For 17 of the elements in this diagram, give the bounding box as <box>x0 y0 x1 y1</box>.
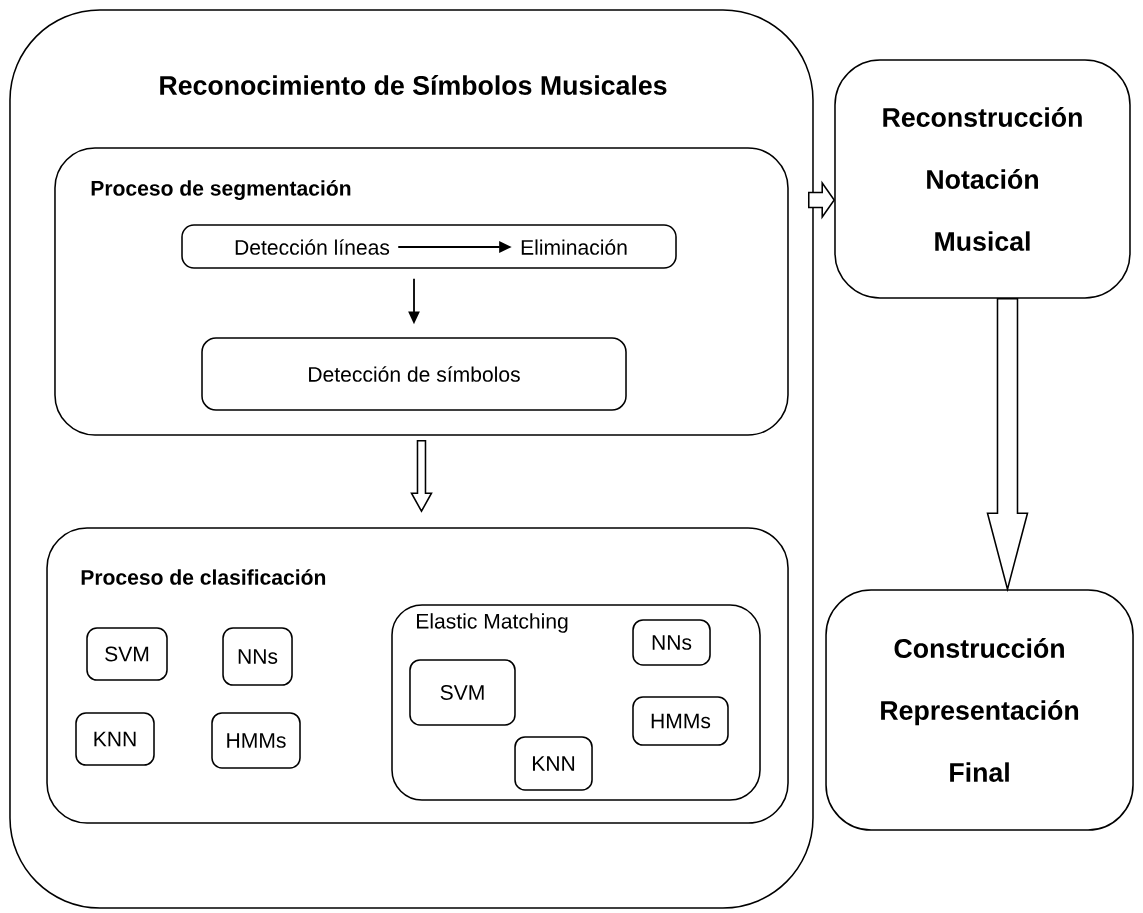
method-box: KNN <box>514 736 593 791</box>
method-box: HMMs <box>632 696 729 746</box>
process-box: Detección de símbolos <box>201 337 627 411</box>
block-arrow <box>410 440 433 513</box>
method-box: NNs <box>632 619 711 666</box>
process-box <box>181 224 677 269</box>
method-box: HMMs <box>211 712 301 769</box>
step-text: Detección líneas <box>235 239 390 255</box>
method-box: KNN <box>75 712 155 766</box>
block-arrow <box>986 298 1029 593</box>
stage-box: Construcción Representación Final <box>825 589 1134 831</box>
stage-box: Reconstrucción Notación Musical <box>834 59 1131 299</box>
step-text: Eliminación <box>521 239 627 255</box>
method-box: SVM <box>409 659 516 726</box>
method-box: SVM <box>86 627 168 681</box>
block-arrow <box>808 180 836 220</box>
method-box: NNs <box>222 627 293 686</box>
